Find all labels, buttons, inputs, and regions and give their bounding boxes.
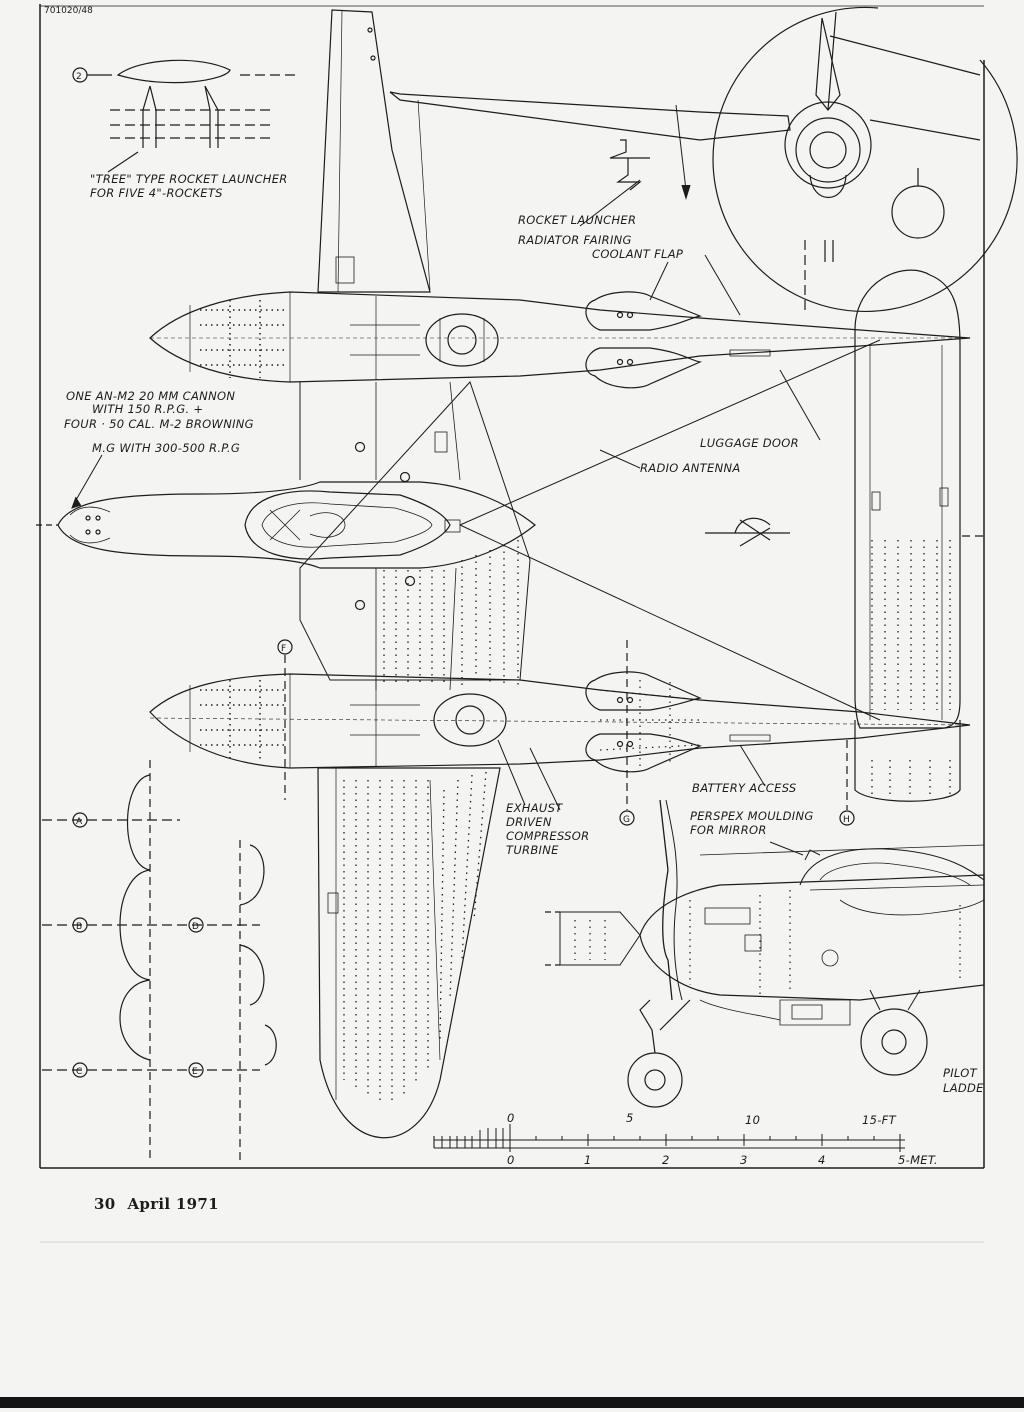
radio-antenna-wires xyxy=(459,339,881,721)
armament-label-line1: ONE AN-M2 20 MM CANNON xyxy=(66,389,235,403)
side-view xyxy=(545,799,985,1108)
armament-label-line3: FOUR · 50 CAL. M-2 BROWNING xyxy=(64,417,254,431)
plan-view xyxy=(36,9,984,1139)
station-marker-h: H xyxy=(843,815,850,825)
leader-lines xyxy=(71,179,821,856)
radio-antenna-label: RADIO ANTENNA xyxy=(640,461,741,475)
luggage-door-label: LUGGAGE DOOR xyxy=(700,436,799,450)
front-view xyxy=(389,6,1018,313)
scale-ft-15: 15-FT xyxy=(862,1113,897,1127)
page-footer: 30 April 1971 xyxy=(94,1195,231,1213)
exhaust-label-line2: DRIVEN xyxy=(506,815,552,829)
pilot-ladder-label-line2: LADDE xyxy=(943,1081,984,1095)
scale-met-3: 3 xyxy=(740,1153,748,1167)
exhaust-label-line1: EXHAUST xyxy=(506,801,563,815)
station-marker-b: B xyxy=(76,922,82,932)
rocket-launcher-label: ROCKET LAUNCHER xyxy=(518,213,636,227)
rocket-tree-launcher-detail: 2 xyxy=(72,59,300,173)
scale-ft-5: 5 xyxy=(626,1111,634,1125)
armament-label-line2: WITH 150 R.P.G. + xyxy=(92,402,203,416)
radiator-fairing-label: RADIATOR FAIRING xyxy=(518,233,632,247)
station-marker-2: 2 xyxy=(76,72,82,82)
rocket-tree-label-line1: "TREE" TYPE ROCKET LAUNCHER xyxy=(90,172,288,186)
issue-date: April 1971 xyxy=(127,1195,219,1213)
station-marker-c: C xyxy=(76,1067,82,1077)
pilot-ladder-label-line1: PILOT xyxy=(943,1066,978,1080)
scale-met-2: 2 xyxy=(662,1153,670,1167)
scale-met-4: 4 xyxy=(818,1153,826,1167)
armament-label-line4: M.G WITH 300-500 R.P.G xyxy=(92,441,240,455)
station-marker-f: F xyxy=(281,644,286,654)
rocket-tree-label-line2: FOR FIVE 4"-ROCKETS xyxy=(90,186,223,200)
scale-met-1: 1 xyxy=(584,1153,592,1167)
scale-met-5: 5-MET. xyxy=(898,1153,938,1167)
coolant-flap-label: COOLANT FLAP xyxy=(592,247,683,261)
station-marker-a: A xyxy=(76,817,83,827)
cross-section-stations xyxy=(42,639,855,1160)
scan-bottom-edge xyxy=(0,1397,1024,1408)
exhaust-label-line3: COMPRESSOR xyxy=(506,829,589,843)
scale-ft-10: 10 xyxy=(745,1113,760,1127)
battery-access-label: BATTERY ACCESS xyxy=(692,781,797,795)
page-number: 30 xyxy=(94,1195,116,1213)
perspex-label-line1: PERSPEX MOULDING xyxy=(690,809,814,823)
scale-bar xyxy=(433,1124,905,1152)
perspex-label-line2: FOR MIRROR xyxy=(690,823,767,837)
rocket-plan-detail xyxy=(705,517,790,547)
exhaust-label-line4: TURBINE xyxy=(506,843,559,857)
station-marker-e: E xyxy=(192,1067,198,1077)
drawing-reference-number: 701020/48 xyxy=(44,6,93,16)
scale-ft-0: 0 xyxy=(507,1111,515,1125)
scale-met-0: 0 xyxy=(507,1153,515,1167)
station-marker-g: G xyxy=(623,815,630,825)
station-marker-d: D xyxy=(192,922,199,932)
